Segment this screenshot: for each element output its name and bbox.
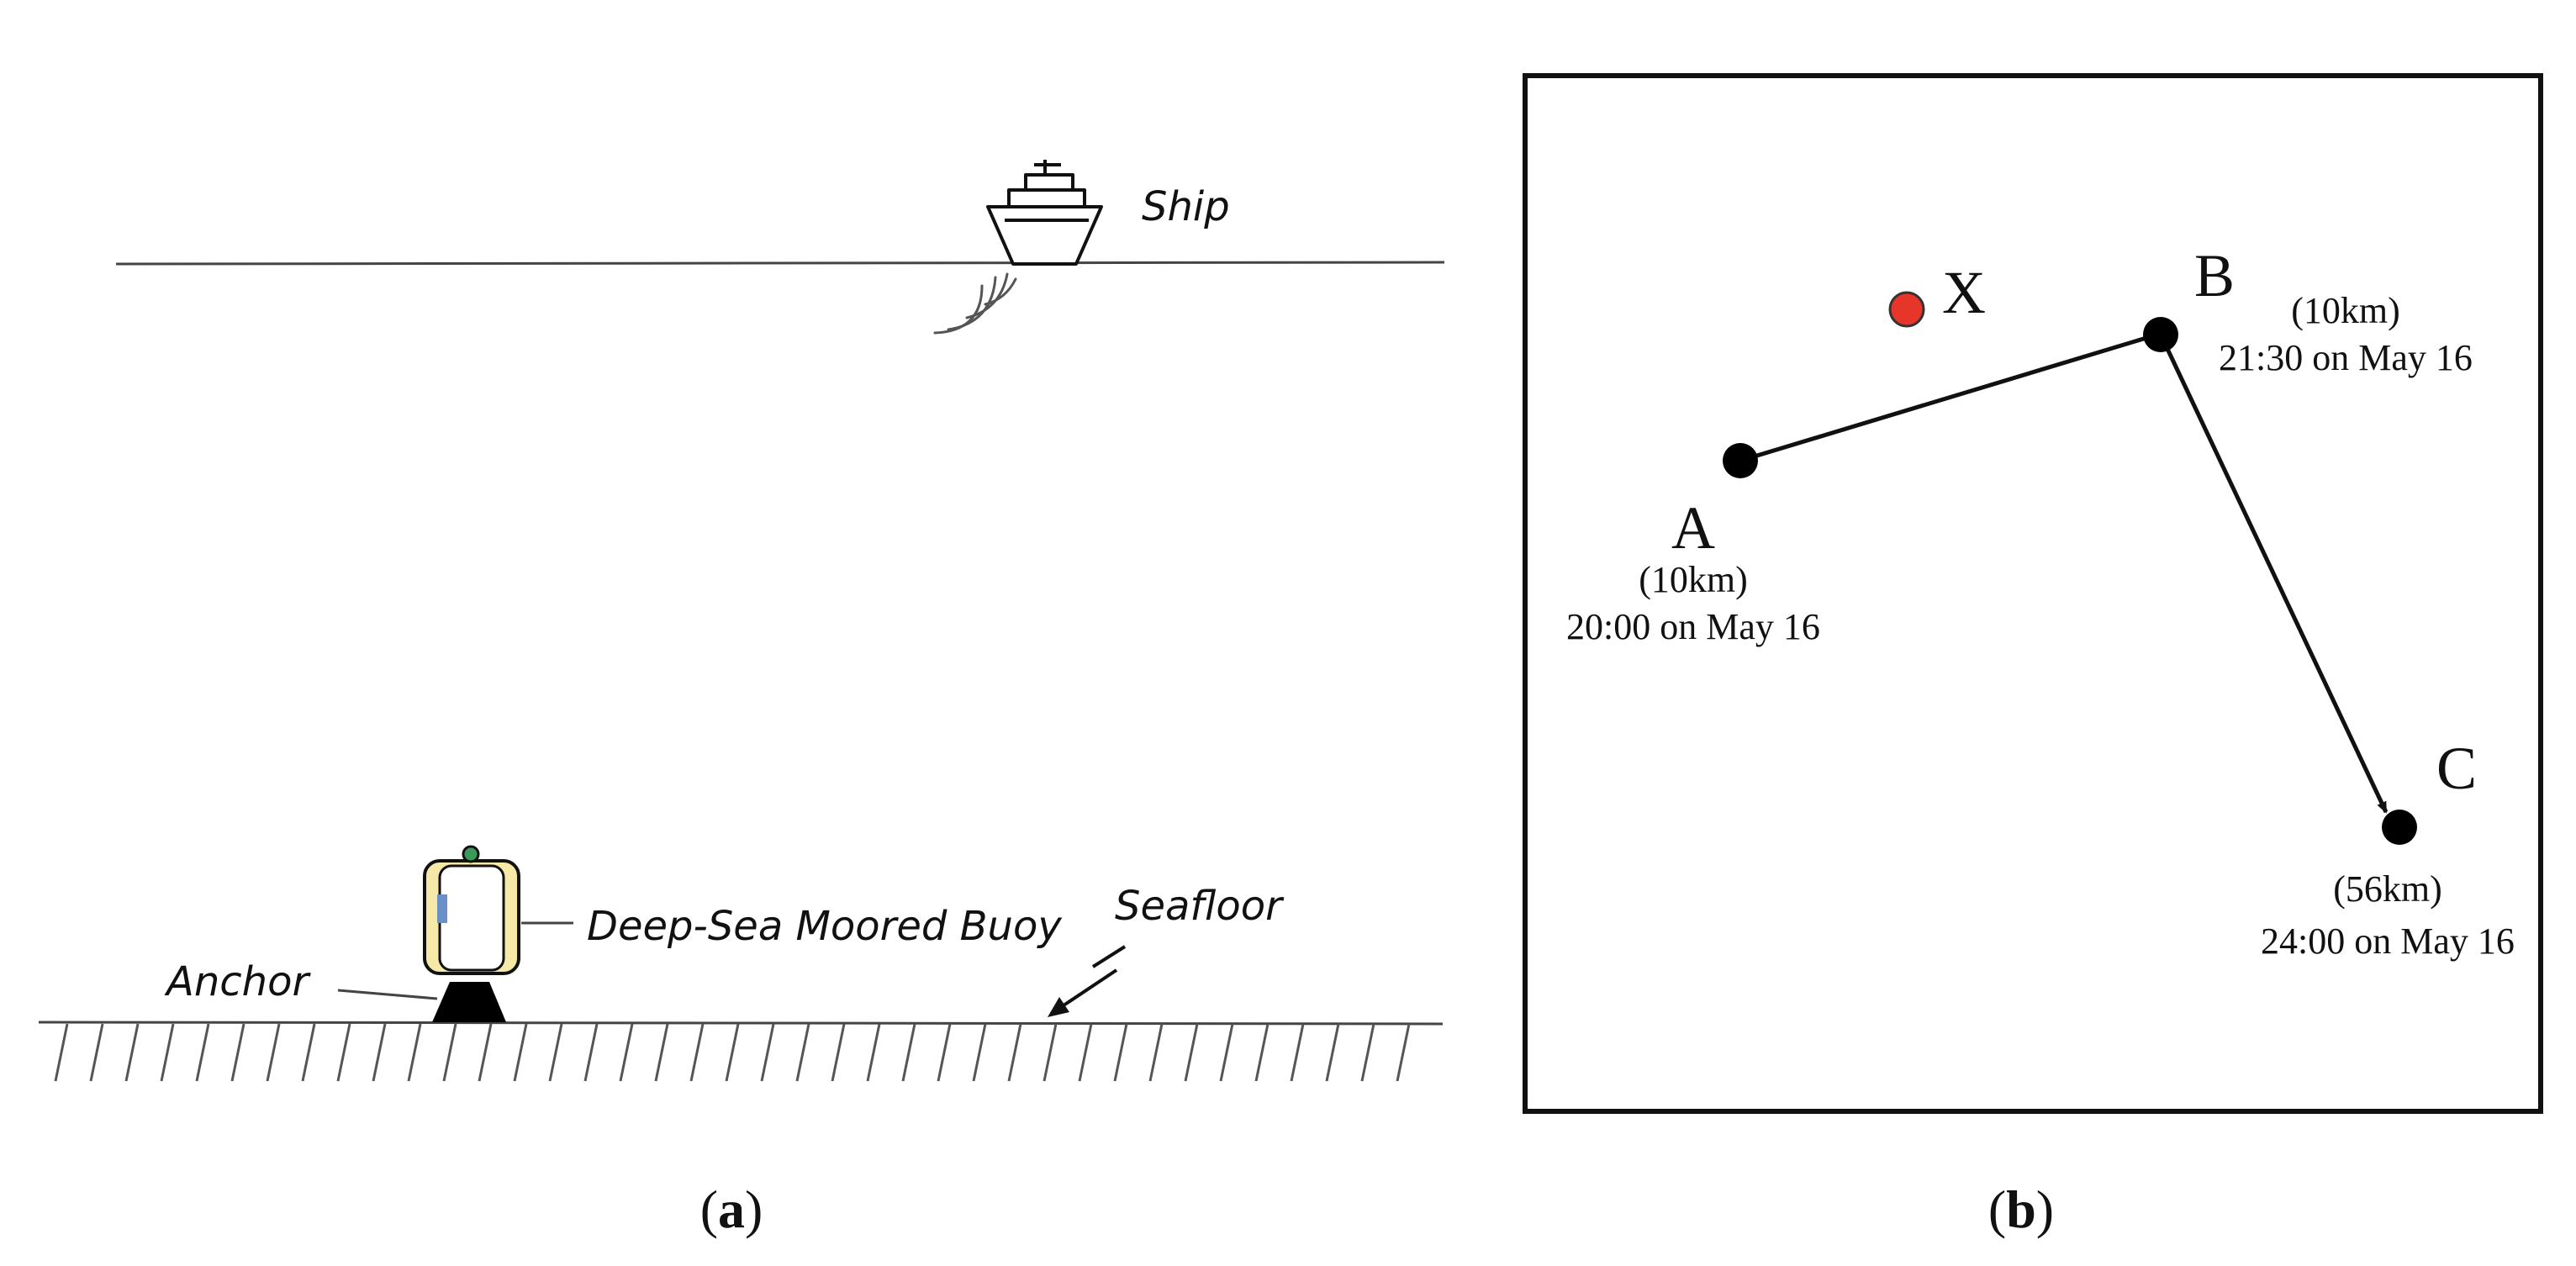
anchor-label: Anchor bbox=[164, 958, 311, 1005]
point-b-time: 21:30 on May 16 bbox=[2219, 337, 2473, 378]
seafloor-hatch-stroke bbox=[124, 1023, 140, 1082]
seafloor-hatch-stroke bbox=[1360, 1023, 1375, 1082]
seafloor-hatching bbox=[54, 1023, 1411, 1082]
seafloor-hatch-stroke bbox=[1219, 1023, 1234, 1082]
seafloor-arrowhead bbox=[1048, 997, 1069, 1017]
seafloor-hatch-stroke bbox=[937, 1023, 952, 1082]
seafloor-hatch-stroke bbox=[972, 1023, 987, 1082]
point-a-marker bbox=[1723, 443, 1758, 478]
seafloor-hatch-stroke bbox=[1113, 1023, 1128, 1082]
point-c-time: 24:00 on May 16 bbox=[2261, 920, 2515, 962]
target-x-label: X bbox=[1942, 259, 1986, 326]
point-c-label: C bbox=[2436, 735, 2477, 802]
point-b-distance: (10km) bbox=[2291, 290, 2400, 331]
anchor-shape bbox=[432, 982, 506, 1022]
seafloor-hatch-stroke bbox=[831, 1023, 846, 1082]
seafloor-hatch-stroke bbox=[689, 1023, 705, 1082]
seafloor-line bbox=[38, 1021, 1444, 1026]
point-c-marker bbox=[2382, 810, 2417, 845]
seafloor-hatch-stroke bbox=[795, 1023, 810, 1082]
seafloor-hatch-stroke bbox=[1290, 1023, 1305, 1082]
seafloor-hatch-stroke bbox=[230, 1023, 245, 1082]
ship-label: Ship bbox=[1142, 183, 1230, 230]
ship-icon bbox=[986, 160, 1103, 266]
seafloor-hatch-stroke bbox=[89, 1023, 104, 1082]
seafloor-hatch-stroke bbox=[478, 1023, 493, 1082]
point-b-label: B bbox=[2194, 242, 2235, 309]
seafloor-hatch-stroke bbox=[654, 1023, 669, 1082]
seafloor-hatch-stroke bbox=[372, 1023, 387, 1082]
seafloor-hatch-stroke bbox=[548, 1023, 563, 1082]
seafloor-hatch-stroke bbox=[336, 1023, 351, 1082]
caption-a: (a) bbox=[700, 1179, 763, 1239]
point-a-label: A bbox=[1671, 494, 1715, 562]
seafloor-hatch-stroke bbox=[407, 1023, 422, 1082]
seafloor-hatch-stroke bbox=[513, 1023, 528, 1082]
seafloor-hatch-stroke bbox=[195, 1023, 210, 1082]
seafloor-hatch-stroke bbox=[1184, 1023, 1199, 1082]
path-b-to-c bbox=[2158, 333, 2389, 814]
panel-b: X A (10km) 20:00 on May 16 B (10km) 21:3… bbox=[1523, 73, 2543, 1239]
sea-surface-line bbox=[115, 261, 1445, 266]
seafloor-label: Seafloor bbox=[1115, 883, 1285, 930]
buoy-label: Deep-Sea Moored Buoy bbox=[587, 903, 1062, 950]
seafloor-hatch-stroke bbox=[442, 1023, 457, 1082]
path-a-to-b bbox=[1739, 332, 2159, 463]
caption-b: (b) bbox=[1988, 1179, 2054, 1239]
point-a-time: 20:00 on May 16 bbox=[1566, 606, 1820, 647]
anchor-leader-line bbox=[337, 989, 438, 1000]
seafloor-hatch-stroke bbox=[1007, 1023, 1022, 1082]
map-frame bbox=[1523, 73, 2543, 1114]
panel-a: Ship Anchor Deep-Sea Moored Buoy Seafloo… bbox=[38, 160, 1445, 1239]
point-c-distance: (56km) bbox=[2333, 868, 2442, 910]
sonar-waves-icon bbox=[933, 272, 1017, 335]
seafloor-hatch-stroke bbox=[866, 1023, 881, 1082]
seafloor-hatch-stroke bbox=[901, 1023, 916, 1082]
seafloor-arrow-line bbox=[1091, 945, 1127, 968]
seafloor-hatch-stroke bbox=[301, 1023, 316, 1082]
seafloor-hatch-stroke bbox=[760, 1023, 775, 1082]
target-x-marker bbox=[1888, 291, 1925, 328]
point-a-distance: (10km) bbox=[1639, 559, 1748, 600]
seafloor-hatch-stroke bbox=[266, 1023, 281, 1082]
seafloor-hatch-stroke bbox=[1254, 1023, 1270, 1082]
seafloor-hatch-stroke bbox=[160, 1023, 175, 1082]
seafloor-hatch-stroke bbox=[1043, 1023, 1058, 1082]
seafloor-hatch-stroke bbox=[725, 1023, 740, 1082]
seafloor-hatch-stroke bbox=[1396, 1023, 1411, 1082]
seafloor-hatch-stroke bbox=[1078, 1023, 1093, 1082]
seafloor-hatch-stroke bbox=[583, 1023, 599, 1082]
buoy-icon bbox=[423, 845, 520, 975]
seafloor-hatch-stroke bbox=[1325, 1023, 1340, 1082]
seafloor-hatch-stroke bbox=[54, 1023, 69, 1082]
point-b-marker bbox=[2143, 317, 2178, 352]
seafloor-hatch-stroke bbox=[619, 1023, 634, 1082]
seafloor-hatch-stroke bbox=[1148, 1023, 1164, 1082]
